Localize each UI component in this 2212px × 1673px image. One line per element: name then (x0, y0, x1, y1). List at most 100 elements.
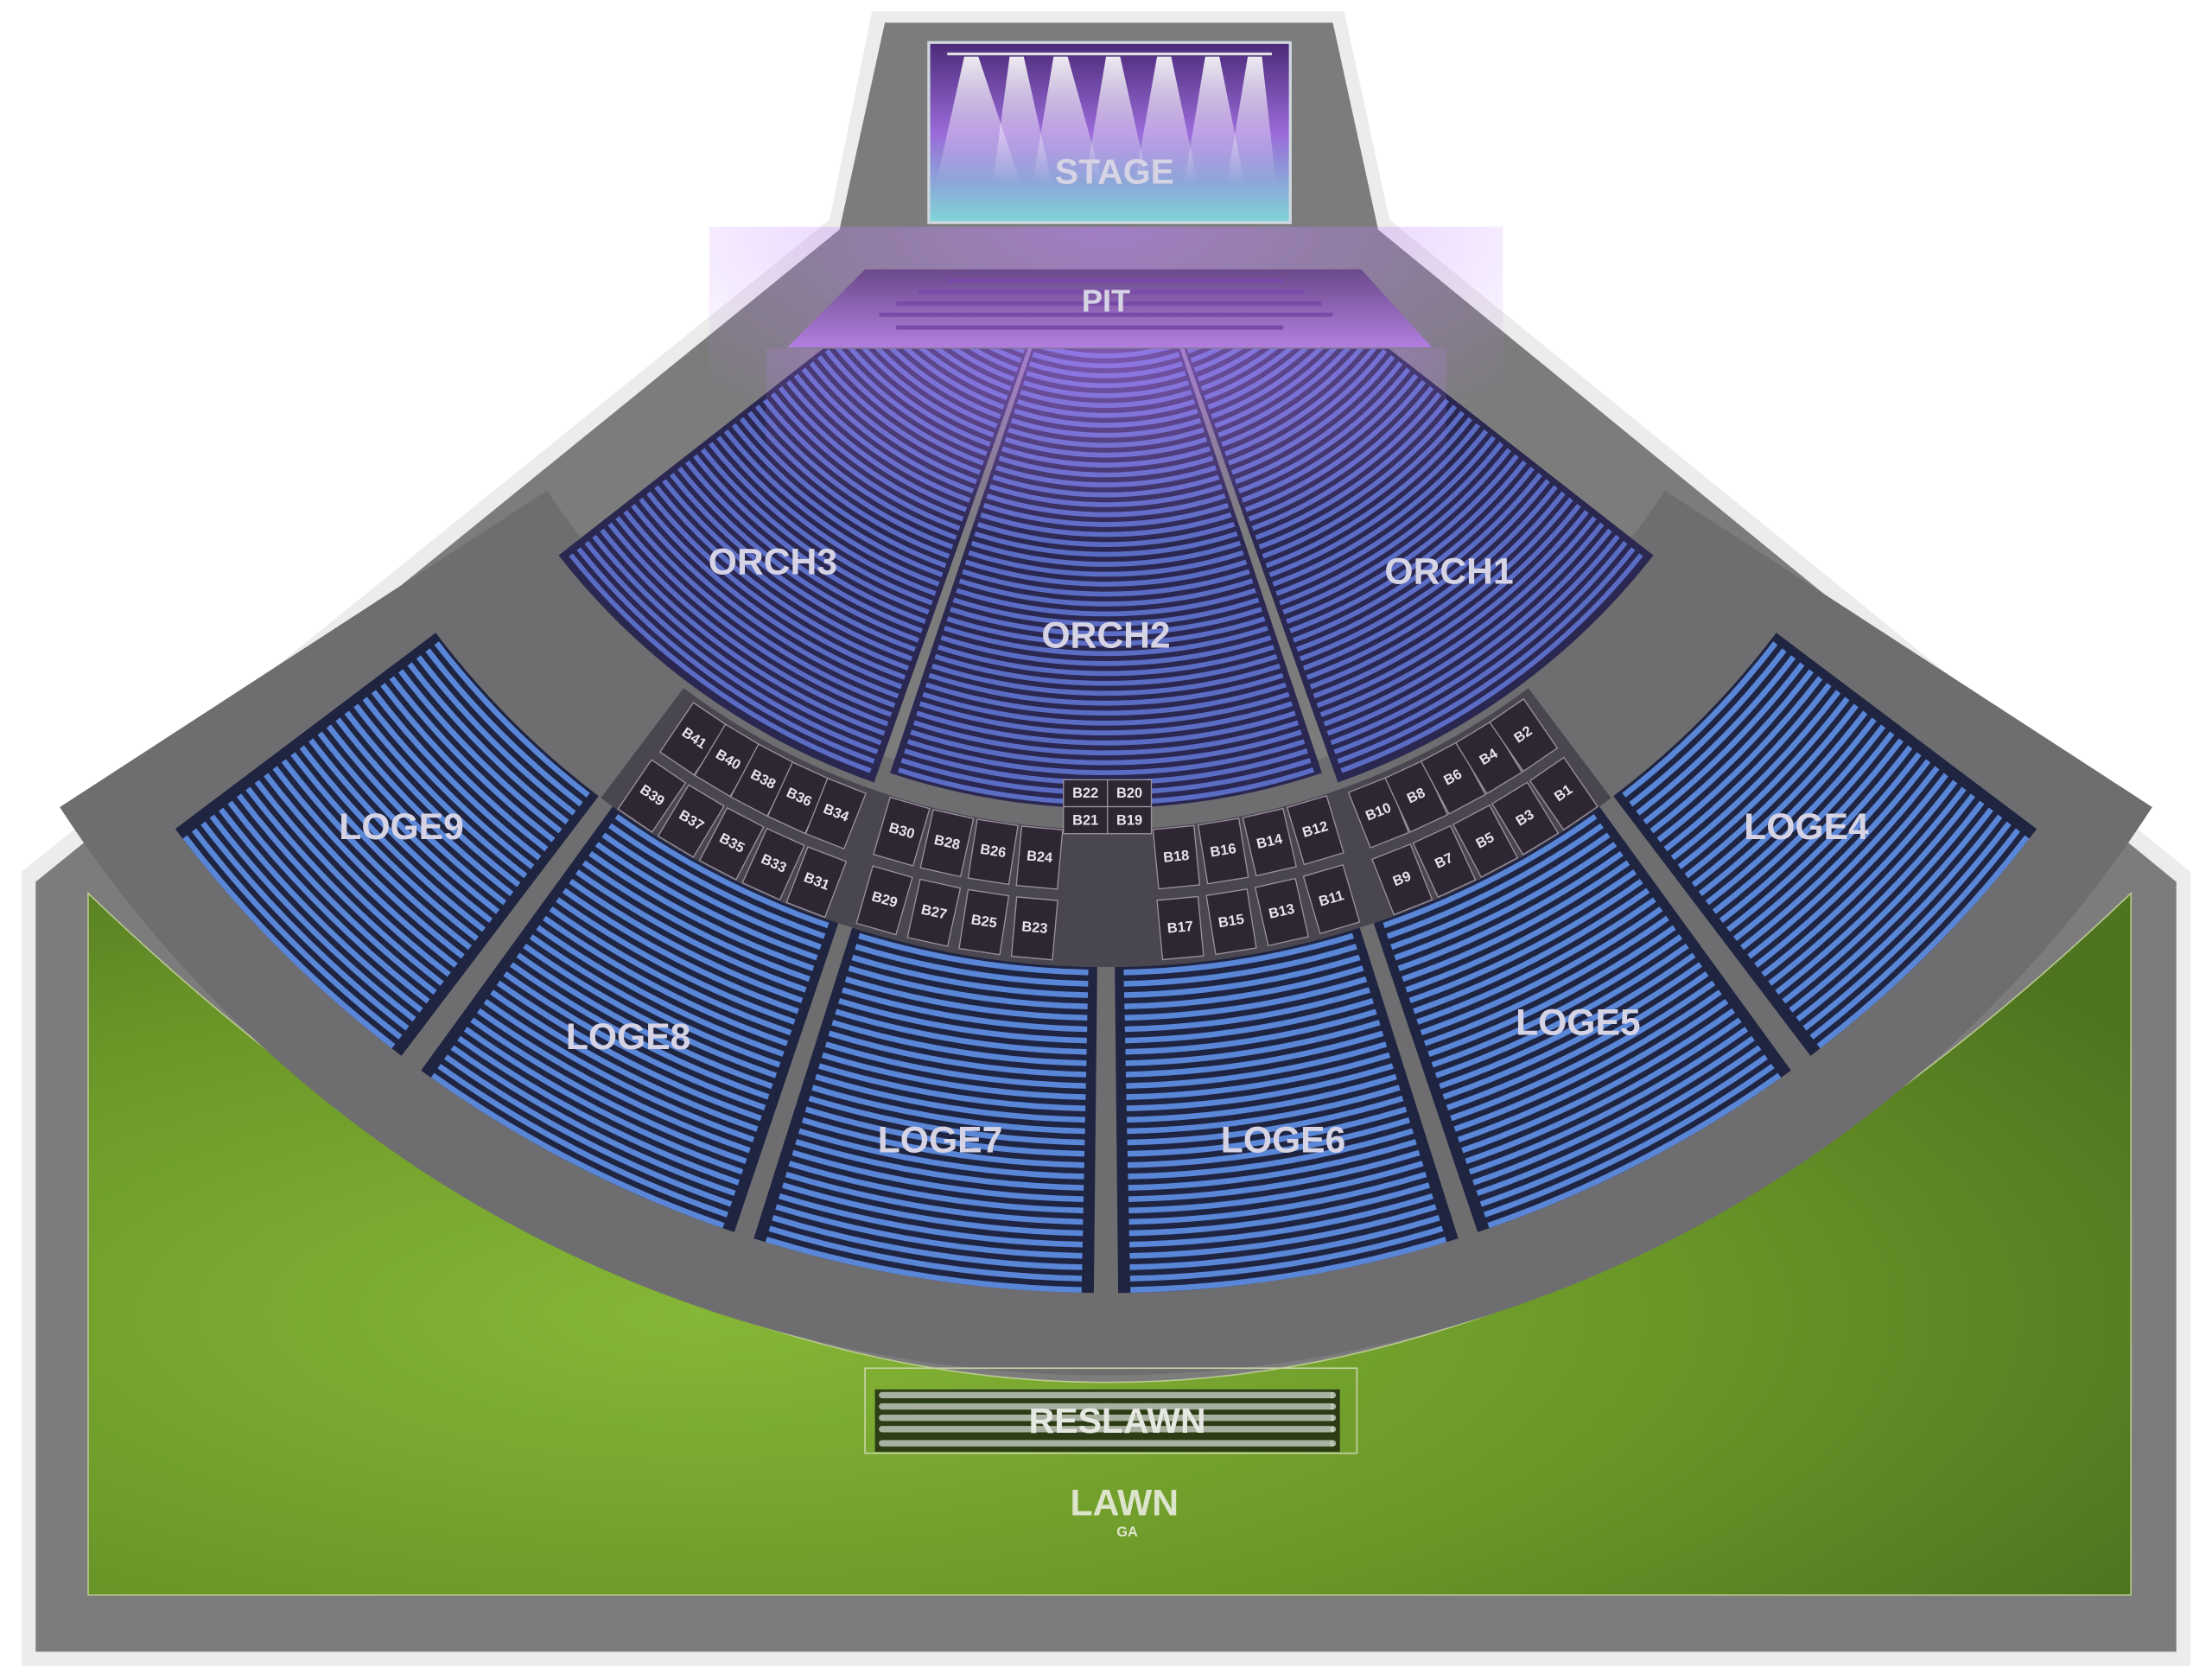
seat-row (434, 641, 590, 798)
seat-row (1483, 1063, 1775, 1218)
box-b7[interactable]: B7 (1412, 824, 1477, 898)
box-b8[interactable]: B8 (1384, 760, 1449, 833)
box-b16[interactable]: B16 (1197, 817, 1249, 885)
box-b5[interactable]: B5 (1452, 804, 1519, 878)
loge7-label: LOGE7 (878, 1120, 1003, 1161)
box-b35[interactable]: B35 (698, 806, 765, 881)
box-b28[interactable]: B28 (919, 809, 975, 878)
section-loge6[interactable] (1115, 927, 1459, 1294)
seat-row (1337, 547, 1636, 764)
seat-row (317, 731, 500, 914)
box-b38[interactable]: B38 (729, 743, 796, 817)
seat-row (1128, 1149, 1421, 1202)
box-b26[interactable]: B26 (967, 818, 1019, 886)
seat-row (1128, 1139, 1417, 1191)
seat-row (1123, 944, 1357, 987)
box-b29[interactable]: B29 (855, 865, 913, 936)
seat-row (483, 998, 755, 1143)
seat-row (1306, 491, 1566, 680)
section-loge4[interactable] (1613, 633, 2037, 1056)
box-b18[interactable]: B18 (1152, 824, 1201, 890)
section-loge5[interactable] (1373, 806, 1791, 1232)
section-loge7[interactable] (753, 927, 1097, 1294)
box-b22[interactable]: B22 (1063, 779, 1109, 808)
seat-row (380, 683, 549, 852)
seat-row (1747, 766, 1940, 959)
seat-row (940, 635, 1272, 666)
section-pit[interactable] (786, 269, 1433, 347)
box-b6[interactable]: B6 (1420, 741, 1486, 815)
seat-row (308, 738, 493, 924)
box-b1[interactable]: B1 (1529, 756, 1599, 831)
stage[interactable]: STAGE (927, 41, 1292, 225)
seat-row (918, 701, 1294, 736)
box-b15[interactable]: B15 (1205, 888, 1257, 956)
box-b30[interactable]: B30 (873, 796, 931, 867)
seat-row (430, 1072, 725, 1229)
seat-row (588, 850, 815, 971)
box-b36[interactable]: B36 (766, 761, 831, 835)
reslawn-row-number: 1 (1330, 1392, 1334, 1400)
seat-row (848, 965, 1088, 1009)
seat-row (1487, 1072, 1782, 1229)
box-b17[interactable]: B17 (1156, 895, 1205, 961)
box-b2[interactable]: B2 (1489, 697, 1559, 773)
box-b40[interactable]: B40 (694, 723, 762, 798)
box-b33[interactable]: B33 (741, 827, 805, 901)
box-b19[interactable]: B19 (1106, 805, 1153, 835)
box-b9[interactable]: B9 (1371, 843, 1433, 916)
seat-row (516, 952, 773, 1090)
seat-row (1405, 869, 1637, 993)
seat-row (523, 943, 778, 1078)
stage-label: STAGE (1055, 152, 1174, 192)
loge4-label: LOGE4 (1744, 806, 1869, 848)
section-loge8[interactable] (421, 806, 839, 1232)
seat-row (1761, 779, 1958, 977)
box-b24[interactable]: B24 (1015, 825, 1064, 890)
seat-row (549, 906, 792, 1036)
seat-row (562, 887, 799, 1015)
box-b23[interactable]: B23 (1010, 896, 1058, 961)
seat-row (1442, 962, 1702, 1100)
seat-row (1323, 522, 1605, 727)
box-b13[interactable]: B13 (1254, 877, 1309, 947)
box-b12[interactable]: B12 (1286, 794, 1344, 866)
box-b31[interactable]: B31 (785, 846, 848, 919)
box-b25[interactable]: B25 (958, 888, 1010, 956)
seat-row (601, 832, 822, 951)
box-b14[interactable]: B14 (1242, 807, 1298, 877)
seat-row (1340, 553, 1643, 773)
box-label: B25 (970, 912, 998, 931)
seat-row (1739, 759, 1931, 951)
seat-row (1670, 690, 1841, 861)
seat-row (529, 934, 781, 1068)
seat-row (1330, 534, 1620, 746)
seat-row (1768, 786, 1967, 986)
box-b37[interactable]: B37 (657, 784, 725, 858)
reslawn-row-number: 2 (1330, 1403, 1334, 1411)
box-b11[interactable]: B11 (1302, 863, 1361, 935)
box-b39[interactable]: B39 (617, 759, 687, 833)
seat-row (272, 766, 465, 959)
box-b20[interactable]: B20 (1106, 779, 1153, 808)
orch1-label: ORCH1 (1384, 551, 1513, 593)
seat-row (1416, 897, 1656, 1025)
seat-row (510, 962, 770, 1100)
seat-row (1123, 954, 1361, 998)
seat-row (407, 662, 569, 825)
section-reslawn[interactable]: 1 2 3 4 5 RESLAWN (864, 1367, 1358, 1454)
seat-row (362, 697, 535, 869)
seat-row (1124, 987, 1370, 1033)
box-b3[interactable]: B3 (1491, 781, 1560, 856)
seat-row (922, 691, 1290, 726)
seat-row (299, 745, 486, 932)
seat-row (788, 1161, 1084, 1214)
seat-row (906, 739, 1306, 775)
section-loge9[interactable] (175, 633, 599, 1056)
seat-row (772, 1215, 1083, 1270)
seat-row (592, 534, 882, 746)
box-b21[interactable]: B21 (1063, 805, 1109, 835)
seat-row (944, 626, 1268, 657)
box-b34[interactable]: B34 (804, 777, 867, 850)
box-b27[interactable]: B27 (906, 878, 962, 947)
